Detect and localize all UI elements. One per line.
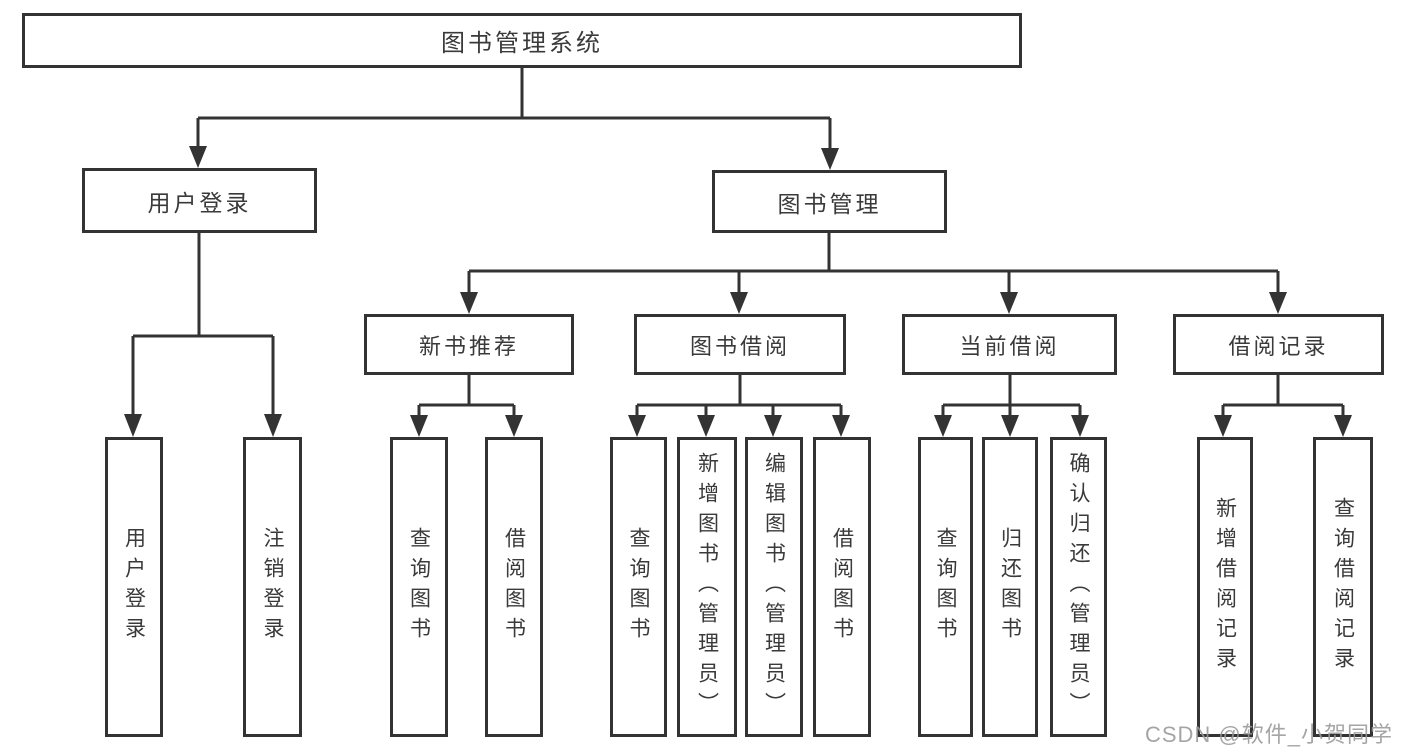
leaf-query-books-current-label: 查询图书 bbox=[934, 527, 957, 647]
node-borrowing-records: 借阅记录 bbox=[1173, 314, 1384, 375]
node-book-borrowing: 图书借阅 bbox=[634, 314, 846, 375]
leaf-query-borrow-record-label: 查询借阅记录 bbox=[1331, 497, 1355, 677]
connector-paths bbox=[131, 68, 1345, 421]
node-book-management: 图书管理 bbox=[712, 170, 947, 233]
leaf-return-books: 归还图书 bbox=[982, 437, 1038, 737]
leaf-return-books-label: 归还图书 bbox=[998, 527, 1022, 647]
leaf-user-login-label: 用户登录 bbox=[122, 527, 146, 647]
leaf-edit-books-admin: 编辑图书（管理员） bbox=[745, 437, 803, 737]
leaf-edit-books-admin-label: 编辑图书（管理员） bbox=[762, 452, 786, 722]
leaf-confirm-return-admin-label: 确认归还（管理员） bbox=[1067, 452, 1090, 722]
leaf-borrow-books-recommend-label: 借阅图书 bbox=[502, 527, 526, 647]
leaf-logout-login: 注销登录 bbox=[243, 437, 302, 737]
leaf-add-borrow-record: 新增借阅记录 bbox=[1197, 437, 1253, 737]
leaf-query-books-borrowing-label: 查询图书 bbox=[627, 527, 650, 647]
node-user-login: 用户登录 bbox=[82, 168, 317, 233]
leaf-user-login: 用户登录 bbox=[105, 437, 163, 737]
leaf-add-books-admin: 新增图书（管理员） bbox=[677, 437, 737, 737]
leaf-query-books-recommend-label: 查询图书 bbox=[407, 527, 431, 647]
leaf-add-borrow-record-label: 新增借阅记录 bbox=[1213, 497, 1237, 677]
leaf-borrow-books-borrowing-label: 借阅图书 bbox=[830, 527, 854, 647]
leaf-borrow-books-borrowing: 借阅图书 bbox=[813, 437, 871, 737]
leaf-borrow-books-recommend: 借阅图书 bbox=[485, 437, 543, 737]
leaf-query-books-borrowing: 查询图书 bbox=[610, 437, 667, 737]
node-root: 图书管理系统 bbox=[22, 13, 1022, 68]
node-new-book-recommend: 新书推荐 bbox=[364, 314, 574, 375]
leaf-logout-login-label: 注销登录 bbox=[261, 527, 284, 647]
leaf-add-books-admin-label: 新增图书（管理员） bbox=[695, 452, 719, 722]
watermark-text: CSDN @软件_小贺同学 bbox=[1144, 722, 1393, 747]
connector-arrowheads bbox=[124, 146, 1352, 437]
leaf-query-borrow-record: 查询借阅记录 bbox=[1313, 437, 1373, 737]
leaf-query-books-current: 查询图书 bbox=[918, 437, 973, 737]
leaf-query-books-recommend: 查询图书 bbox=[390, 437, 448, 737]
node-current-borrowing: 当前借阅 bbox=[902, 314, 1117, 375]
leaf-confirm-return-admin: 确认归还（管理员） bbox=[1050, 437, 1107, 737]
